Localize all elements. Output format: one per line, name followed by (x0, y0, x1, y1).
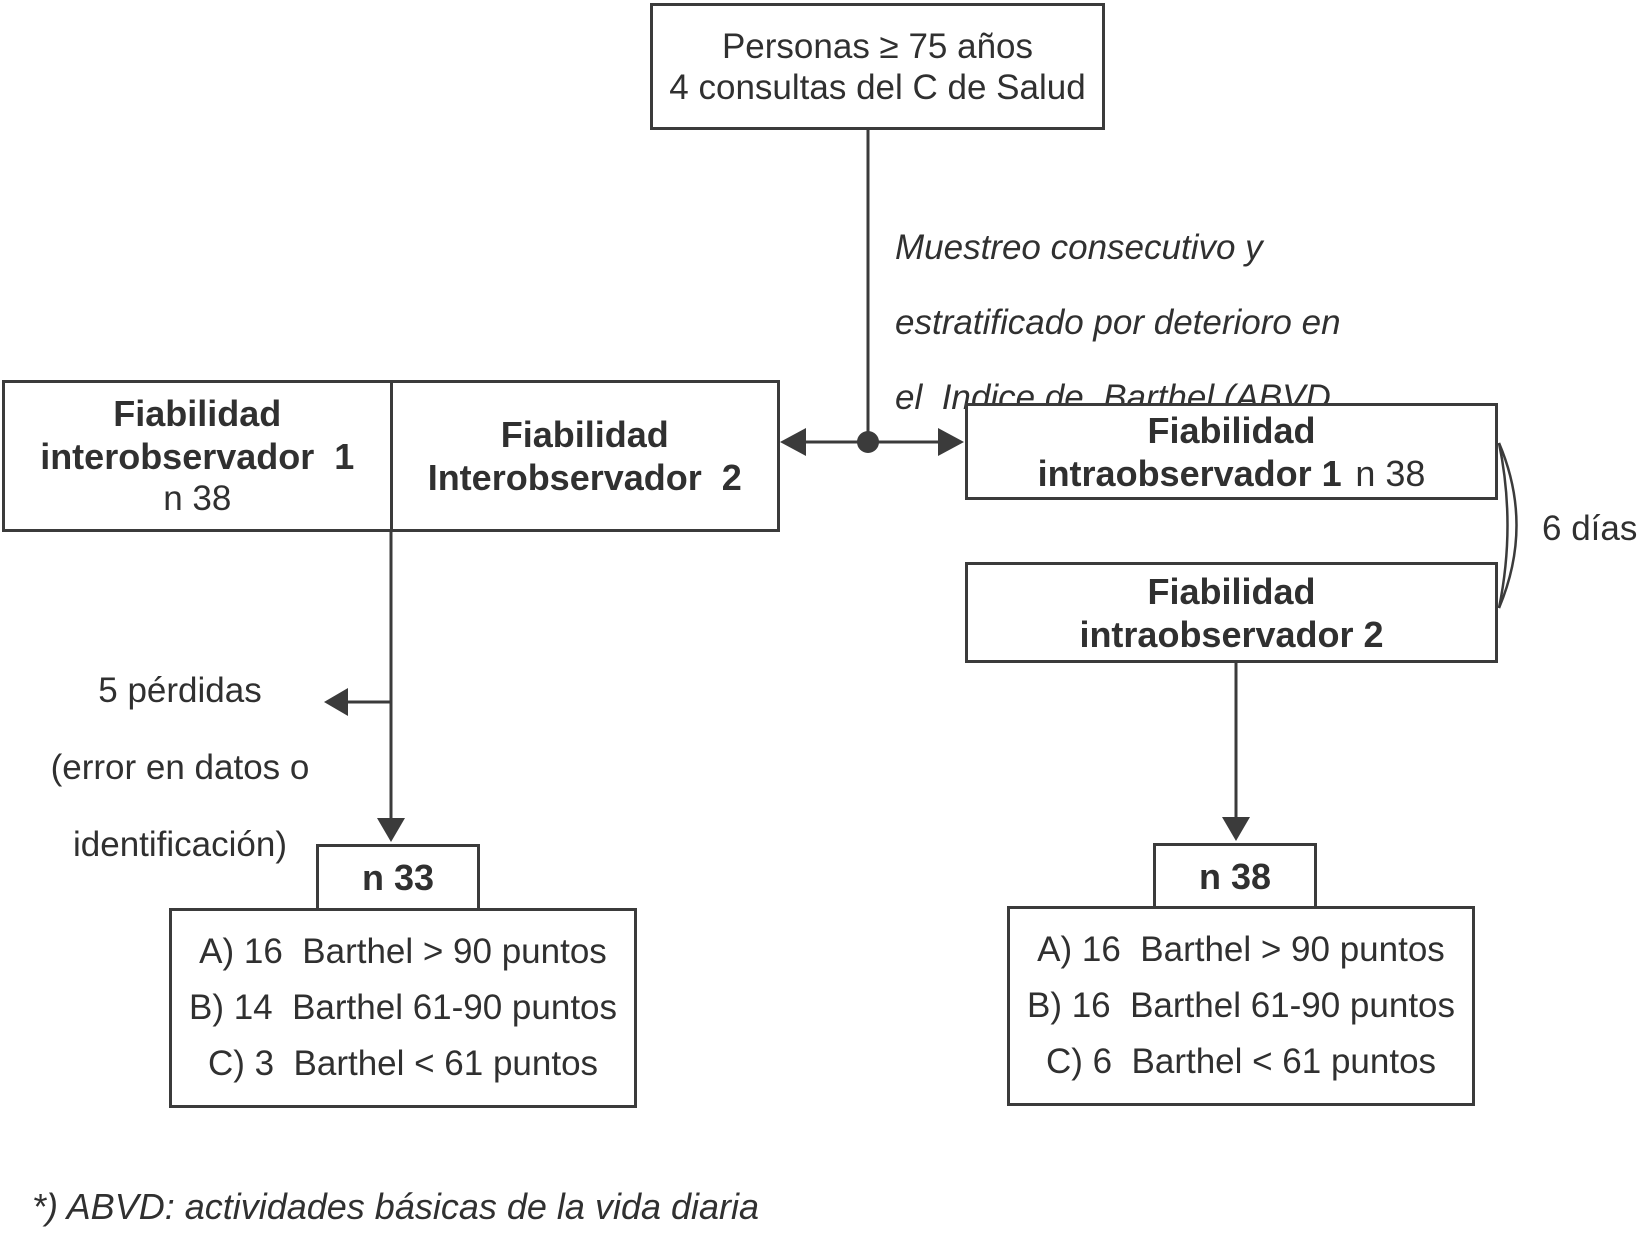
result-line: A) 16 Barthel > 90 puntos (1037, 930, 1445, 969)
intraobserver-box-2: Fiabilidad intraobservador 2 (965, 562, 1498, 663)
result-line: A) 16 Barthel > 90 puntos (199, 932, 607, 971)
interobserver-table: Fiabilidad interobservador 1 n 38 Fiabil… (2, 380, 780, 532)
right-n-label: n 38 (1198, 855, 1272, 897)
left-results-box: A) 16 Barthel > 90 puntos B) 14 Barthel … (169, 908, 637, 1108)
interval-bracket-inner-icon (1497, 442, 1509, 609)
arrow-down-right-icon (1222, 817, 1250, 841)
losses-line-3: identificación) (73, 825, 287, 864)
interval-bracket-icon (1497, 442, 1518, 609)
interobserver-2-title-line-1: Fiabilidad (500, 414, 669, 455)
intraobserver-2-title-line-2: intraobservador 2 (1079, 613, 1384, 655)
intraobserver-2-title-line-1: Fiabilidad (1147, 570, 1316, 612)
intraobserver-1-title-line-2: intraobservador 1 n 38 (1038, 452, 1426, 495)
left-n-label: n 33 (361, 857, 435, 898)
result-line: B) 16 Barthel 61-90 puntos (1026, 986, 1456, 1025)
interobserver-1-title-line-1: Fiabilidad (113, 393, 282, 434)
interobserver-1-title-line-2: interobservador 1 (40, 436, 355, 477)
arrow-down-left-icon (377, 818, 405, 842)
result-line: C) 3 Barthel < 61 puntos (207, 1044, 599, 1083)
arrow-losses-icon (324, 688, 348, 716)
sampling-note-line-1: Muestreo consecutivo y (895, 228, 1263, 267)
losses-line-1: 5 pérdidas (98, 671, 262, 710)
interobserver-2-title-line-2: Interobservador 2 (427, 457, 742, 498)
left-n-box: n 33 (316, 844, 480, 911)
result-line: C) 6 Barthel < 61 puntos (1045, 1042, 1437, 1081)
right-n-box: n 38 (1153, 843, 1317, 909)
intraobserver-1-n-label: n 38 (1355, 452, 1426, 494)
sampling-note: Muestreo consecutivo y estratificado por… (895, 192, 1365, 453)
interobserver-1-n-label: n 38 (163, 479, 232, 518)
result-line: B) 14 Barthel 61-90 puntos (188, 988, 618, 1027)
sampling-note-line-2: estratificado por deterioro en (895, 303, 1341, 342)
losses-note: 5 pérdidas (error en datos o identificac… (40, 634, 320, 901)
intraobserver-1-title-line-1: Fiabilidad (1147, 409, 1316, 451)
arrow-left-icon (780, 428, 806, 456)
right-results-box: A) 16 Barthel > 90 puntos B) 16 Barthel … (1007, 906, 1475, 1106)
footnote: *) ABVD: actividades básicas de la vida … (32, 1186, 760, 1227)
intraobserver-1-title-bold: intraobservador 1 (1037, 452, 1342, 494)
population-box: Personas ≥ 75 años 4 consultas del C de … (650, 3, 1105, 130)
interobserver-cell-2: Fiabilidad Interobservador 2 (393, 383, 778, 529)
interval-label: 6 días (1542, 509, 1638, 548)
population-line-2: 4 consultas del C de Salud (669, 67, 1086, 107)
interobserver-cell-1: Fiabilidad interobservador 1 n 38 (5, 383, 393, 529)
arrow-right-icon (938, 428, 964, 456)
intraobserver-box-1: Fiabilidad intraobservador 1 n 38 (965, 403, 1498, 500)
population-line-1: Personas ≥ 75 años (721, 26, 1034, 66)
losses-line-2: (error en datos o (50, 748, 310, 787)
